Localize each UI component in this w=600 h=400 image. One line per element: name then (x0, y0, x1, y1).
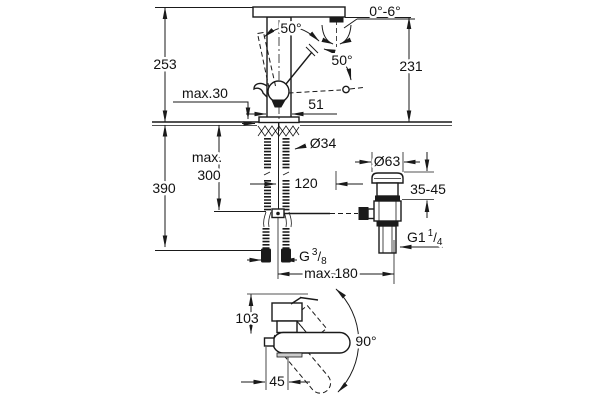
body-neck (276, 320, 298, 334)
waste-oring-band (375, 195, 400, 202)
g38-slash: / (317, 249, 321, 264)
g114-sup: 1 (428, 228, 434, 239)
lever-mount (271, 99, 286, 108)
dim-text-max300-line1: max. (192, 149, 222, 165)
max30-leader (240, 101, 251, 120)
lever-up-cap (257, 32, 264, 34)
lever-knob-tick-1 (305, 46, 316, 57)
dim-text-dia63: Ø63 (374, 153, 401, 169)
waste-body (373, 200, 402, 222)
dim-text-45: 45 (269, 373, 285, 389)
hose-curve-right (283, 211, 292, 228)
body-capsule (272, 331, 351, 354)
dim-text-aerator-angle: 0°-6° (369, 3, 400, 19)
pop-up-waste (371, 172, 404, 254)
dim-text-3545: 35-45 (410, 181, 446, 197)
lever-angle-arc-lower (323, 48, 352, 81)
hose-connector-left (261, 248, 271, 263)
lever-down-end-circle (342, 85, 350, 94)
dim-text-120: 120 (294, 175, 318, 191)
g114-slash: / (433, 230, 437, 245)
dim-text-90: 90° (355, 333, 376, 349)
g38-sub: 8 (321, 256, 327, 267)
dim-text-max30: max.30 (182, 85, 228, 101)
waste-tailpipe (378, 225, 397, 254)
aerator-label-leader (343, 18, 358, 29)
g114-base: G1 (407, 229, 426, 245)
dim-text-51: 51 (308, 96, 324, 112)
cartridge-housing (271, 302, 303, 322)
lever-solid (285, 51, 313, 85)
lever-ball-joint (267, 80, 290, 103)
side-lever-base (290, 296, 302, 305)
swivel-arc (335, 288, 360, 393)
dim-text-50-upper: 50° (280, 20, 301, 36)
lever-up-position-dashed-2 (263, 32, 276, 87)
waste-flange-dome (371, 172, 404, 184)
waste-neck (376, 182, 399, 197)
lever-knob-tick-2 (308, 43, 319, 54)
dim-text-103: 103 (235, 310, 259, 326)
lever-down-position-dashed (288, 89, 342, 94)
temperature-stop-hook (253, 82, 268, 98)
dim-text-50-lower: 50° (331, 52, 352, 68)
dia34-leader (294, 143, 307, 150)
swivel-view: 103 90° 45 (233, 288, 379, 394)
waste-lower-band (376, 220, 399, 227)
lever-down-dash-tail (349, 87, 364, 90)
hose-curve-left (263, 211, 272, 228)
break-mark-right (282, 171, 290, 176)
g38-base: G (299, 248, 310, 264)
dim-text-231: 231 (399, 58, 423, 74)
body-shadow (276, 352, 303, 358)
dim-text-253: 253 (153, 56, 177, 72)
g114-sub: 4 (437, 237, 443, 248)
waste-lever-knob (358, 207, 369, 220)
dim-text-dia34: Ø34 (310, 135, 337, 151)
dim-text-390: 390 (152, 180, 176, 196)
side-elevation-view: 253 231 0°-6° 50° 50° max.30 51 Ø34 max.… (150, 1, 452, 284)
side-lever-handle (299, 296, 319, 301)
faucet-spout-bar (252, 6, 346, 18)
break-mark-left (263, 171, 271, 176)
g38-sup: 3 (312, 247, 318, 258)
lever-up-position-dashed-1 (257, 33, 270, 89)
aerator-arc-left (321, 24, 334, 45)
spout-tip (263, 337, 275, 347)
rod-pivot-dot (276, 211, 280, 216)
lever-angle-arc-upper (263, 26, 320, 42)
dim-text-max300-line2: 300 (197, 167, 221, 183)
dim-text-max180: max.180 (304, 265, 358, 281)
aerator-arc-right (339, 24, 352, 45)
